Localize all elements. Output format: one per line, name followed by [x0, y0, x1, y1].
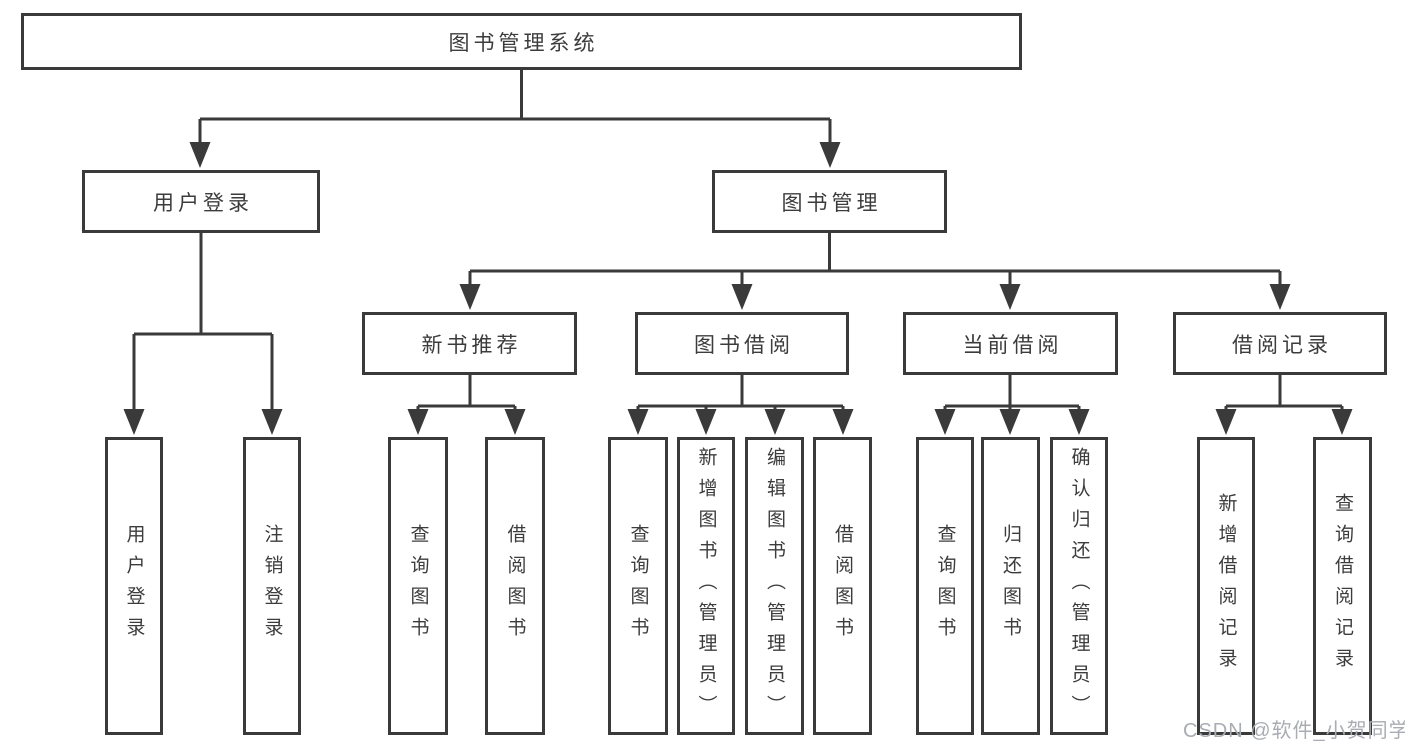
arrow-down-icon: [832, 409, 854, 435]
leaf-logout: 注销登录: [243, 437, 301, 735]
connector-borrow-records-branch: [1215, 375, 1353, 435]
node-label: 查询图书: [934, 524, 956, 648]
arrow-down-icon: [261, 409, 283, 435]
arrow-down-icon: [504, 409, 526, 435]
leaf-edit-books-admin: 编辑图书（管理员）: [745, 437, 804, 735]
leaf-add-borrow-record: 新增借阅记录: [1197, 437, 1255, 735]
connector-new-books-branch: [407, 375, 526, 435]
node-root-system: 图书管理系统: [21, 13, 1022, 70]
arrow-down-icon: [459, 284, 481, 310]
node-label: 新书推荐: [421, 333, 522, 357]
node-label: 归还图书: [1000, 524, 1021, 648]
node-label: 借阅记录: [1232, 333, 1332, 357]
watermark: CSDN @软件_小贺同学: [1183, 720, 1405, 742]
node-label: 借阅图书: [832, 524, 853, 648]
arrow-down-icon: [407, 409, 429, 435]
node-label: 图书管理系统: [448, 31, 599, 55]
arrow-down-icon: [695, 409, 717, 435]
arrow-down-icon: [999, 284, 1021, 310]
leaf-return-books: 归还图书: [981, 437, 1040, 735]
leaf-query-books-borrow: 查询图书: [608, 437, 668, 735]
arrow-down-icon: [1331, 409, 1353, 435]
arrow-down-icon: [123, 409, 145, 435]
arrow-down-icon: [189, 142, 211, 168]
node-label: 查询图书: [627, 524, 649, 648]
node-label: 新增图书（管理员）: [695, 446, 717, 726]
arrow-down-icon: [1068, 409, 1090, 435]
node-label: 注销登录: [261, 524, 283, 648]
connector-user-login-branch: [123, 233, 283, 435]
arrow-down-icon: [934, 409, 956, 435]
arrow-down-icon: [1269, 284, 1291, 310]
arrow-down-icon: [999, 409, 1021, 435]
node-label: 用户登录: [123, 524, 145, 648]
leaf-query-books-recommend: 查询图书: [388, 437, 448, 735]
node-label: 图书借阅: [694, 333, 794, 357]
connector-book-borrow-branch: [627, 375, 854, 435]
node-label: 编辑图书（管理员）: [764, 446, 785, 726]
node-book-borrow: 图书借阅: [635, 312, 849, 375]
node-borrow-records: 借阅记录: [1173, 312, 1387, 375]
arrow-down-icon: [731, 284, 753, 310]
leaf-add-books-admin: 新增图书（管理员）: [677, 437, 735, 735]
leaf-borrow-books: 借阅图书: [813, 437, 872, 735]
connector-book-mgmt-branch: [459, 233, 1291, 310]
leaf-query-books-current: 查询图书: [916, 437, 974, 735]
leaf-borrow-books-recommend: 借阅图书: [485, 437, 545, 735]
node-label: 新增借阅记录: [1215, 493, 1237, 679]
arrow-down-icon: [1215, 409, 1237, 435]
arrow-down-icon: [819, 142, 841, 168]
node-new-book-recommend: 新书推荐: [362, 312, 577, 375]
node-user-login: 用户登录: [82, 170, 320, 233]
node-label: 借阅图书: [504, 524, 526, 648]
node-book-management: 图书管理: [712, 170, 947, 233]
leaf-confirm-return-admin: 确认归还（管理员）: [1050, 437, 1108, 735]
node-label: 当前借阅: [962, 333, 1063, 357]
arrow-down-icon: [764, 409, 786, 435]
node-current-borrow: 当前借阅: [903, 312, 1118, 375]
leaf-user-login: 用户登录: [105, 437, 163, 735]
arrow-down-icon: [627, 409, 649, 435]
node-label: 用户登录: [153, 191, 253, 215]
leaf-query-borrow-record: 查询借阅记录: [1313, 437, 1372, 735]
connector-root-to-level2: [189, 70, 841, 168]
node-label: 确认归还（管理员）: [1068, 446, 1090, 726]
connector-current-borrow-branch: [934, 375, 1090, 435]
node-label: 图书管理: [781, 191, 882, 215]
node-label: 查询图书: [407, 524, 429, 648]
node-label: 查询借阅记录: [1332, 493, 1353, 679]
